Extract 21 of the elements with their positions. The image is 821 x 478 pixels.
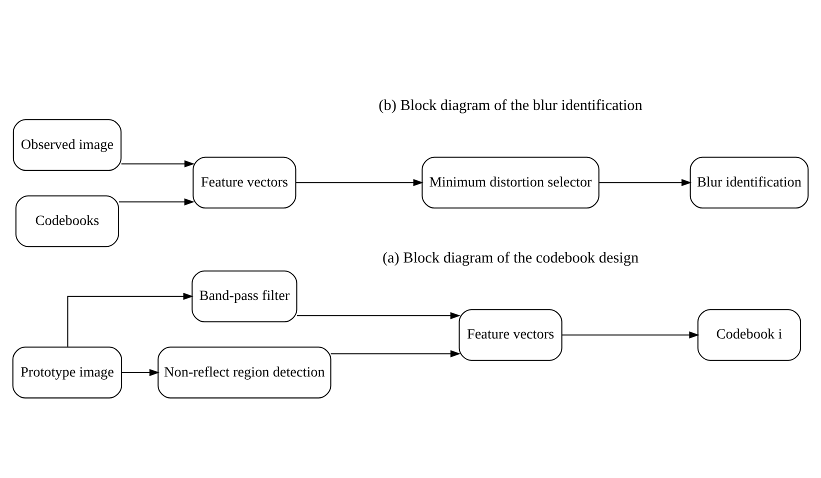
arrow <box>122 368 160 376</box>
node-box: Prototype image <box>12 346 122 398</box>
arrow <box>121 160 195 167</box>
node-box: Observed image <box>12 118 122 170</box>
arrow <box>67 292 194 346</box>
node-box: Blur identification <box>690 156 809 208</box>
arrow <box>118 198 194 205</box>
node-box: Band-pass filter <box>192 270 298 322</box>
node-box: Codebooks <box>15 194 120 247</box>
arrow <box>330 350 461 357</box>
node-box: Minimum distortion selector <box>422 156 600 208</box>
arrow <box>296 178 424 186</box>
arrow <box>297 312 461 319</box>
label: (a) Block diagram of the codebook design <box>382 248 639 266</box>
arrow <box>562 330 700 338</box>
node-box: Feature vectors <box>458 308 562 360</box>
node-box: Non-reflect region detection <box>158 346 332 398</box>
node-box: Feature vectors <box>192 156 296 208</box>
node-box: Codebook i <box>697 308 801 360</box>
label: (b) Block diagram of the blur identification <box>378 96 642 114</box>
arrow <box>599 178 692 186</box>
